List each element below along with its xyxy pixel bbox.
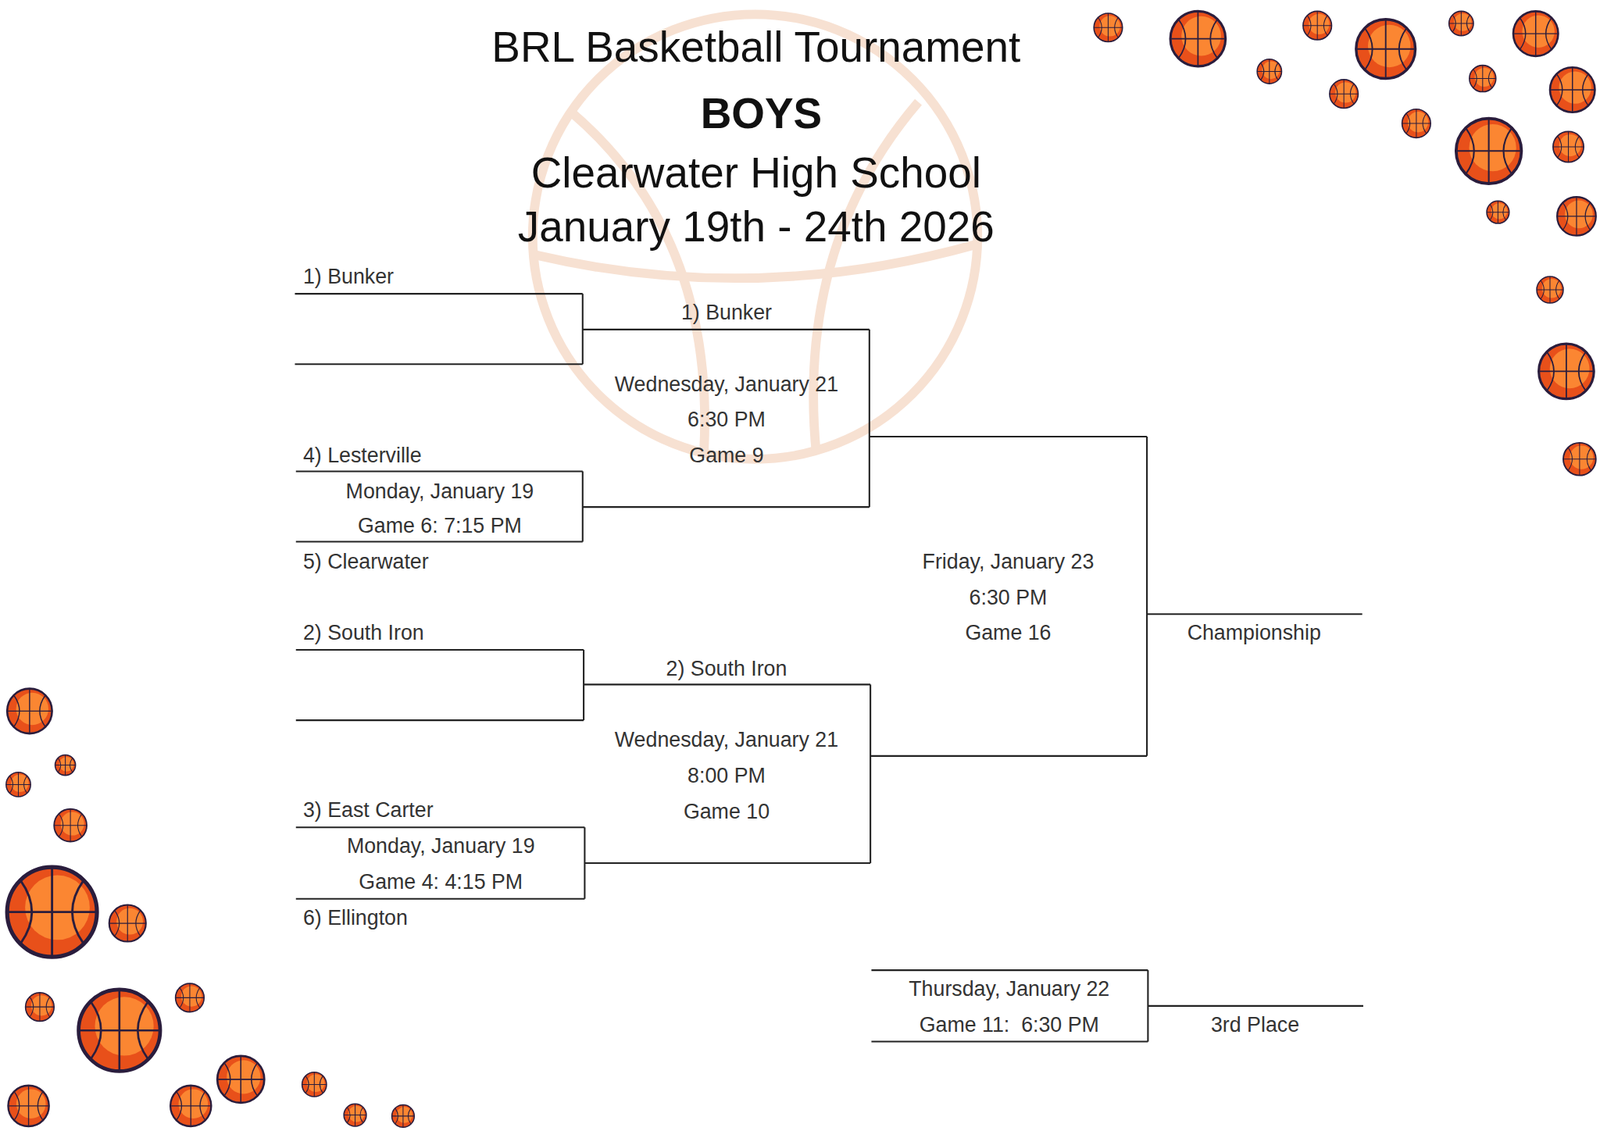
basketball (1257, 59, 1282, 84)
basketball (1303, 10, 1333, 40)
bracket-text: 6:30 PM (687, 407, 766, 432)
bracket-text: Game 9 (689, 442, 764, 468)
basketball (55, 755, 76, 776)
bracket-text: 3) East Carter (303, 798, 434, 823)
bracket-line (296, 898, 586, 900)
bracket-text: 6) Ellington (303, 905, 408, 930)
bracket-line (583, 683, 871, 686)
bracket-text: Game 16 (964, 620, 1051, 645)
basketball (53, 809, 87, 843)
bracket-text: 2) South Iron (666, 656, 788, 681)
basketball (1486, 200, 1510, 224)
bracket-text: 3rd Place (1210, 1012, 1300, 1037)
basketball (25, 992, 55, 1022)
bracket-line (869, 684, 872, 864)
bracket-text: 1) Bunker (303, 264, 394, 290)
bracket-text: Friday, January 23 (922, 549, 1095, 574)
basketball (7, 867, 97, 958)
basketball (7, 1085, 49, 1127)
header-text: BOYS (700, 89, 822, 140)
basketball (170, 1085, 211, 1127)
basketball (109, 905, 147, 943)
bracket-line (869, 435, 1147, 438)
basketball (1550, 67, 1595, 112)
basketball (7, 689, 52, 734)
bracket-lines (294, 293, 1364, 1042)
bracket-line (582, 506, 870, 508)
title: BRL Basketball Tournament (491, 23, 1021, 73)
basketball (1553, 131, 1584, 162)
bracket-text: Thursday, January 22 (908, 976, 1110, 1001)
bracket-line (870, 755, 1147, 758)
bracket-text: Wednesday, January 21 (614, 728, 839, 753)
basketball (1557, 196, 1597, 236)
bracket-text: 1) Bunker (681, 300, 772, 325)
bracket-text: Monday, January 19 (346, 478, 535, 504)
bracket-text: 8:00 PM (687, 763, 766, 788)
bracket-text: Game 11: 6:30 PM (919, 1012, 1100, 1037)
basketball (1536, 276, 1564, 304)
bracket-line (294, 363, 583, 365)
bracket-line (871, 1041, 1148, 1043)
basketball (1356, 19, 1416, 79)
bracket-text: Monday, January 19 (346, 833, 536, 858)
bracket-text: 6:30 PM (969, 585, 1048, 610)
basketball (1329, 79, 1359, 109)
bracket-text: Championship (1187, 620, 1322, 645)
bracket-line (868, 329, 871, 508)
basketball (1469, 65, 1497, 93)
basketball (217, 1056, 265, 1104)
bracket-text: 2) South Iron (303, 620, 425, 645)
basketball (343, 1103, 367, 1127)
basketball (1563, 442, 1597, 476)
basketball (1170, 10, 1226, 67)
bracket-line (296, 719, 584, 722)
basketball (302, 1072, 327, 1097)
basketball (1456, 118, 1522, 185)
bracket-text: Game 6: 7:15 PM (357, 513, 522, 538)
basketball (175, 983, 205, 1013)
bracket-line (871, 969, 1148, 972)
bracket-line (1147, 1005, 1364, 1008)
bracket-line (296, 541, 583, 543)
bracket-text: 5) Clearwater (303, 549, 429, 574)
bracket-line (1146, 613, 1363, 615)
basketball (1539, 343, 1595, 400)
basketball (1402, 109, 1432, 139)
bracket-text: Game 4: 4:15 PM (358, 869, 523, 894)
basketball (78, 989, 161, 1072)
bracket-line (296, 826, 586, 829)
bracket-line (584, 862, 871, 865)
header-text: January 19th - 24th 2026 (517, 203, 995, 253)
bracket-line (296, 470, 583, 472)
header-text: Clearwater High School (531, 148, 982, 198)
bracket-line (582, 328, 870, 331)
basketball (392, 1105, 415, 1129)
bracket-text: 4) Lesterville (303, 442, 422, 468)
basketball (1449, 10, 1474, 36)
basketball (1093, 13, 1123, 43)
bracket-line (294, 292, 583, 295)
bracket-text: Game 10 (683, 799, 770, 824)
basketball-decor (6, 10, 1597, 1128)
basketball (1513, 10, 1558, 56)
bracket-line (1146, 436, 1148, 757)
bracket-text: Wednesday, January 21 (614, 371, 839, 397)
basketball (6, 772, 31, 797)
bracket-line (296, 649, 584, 651)
